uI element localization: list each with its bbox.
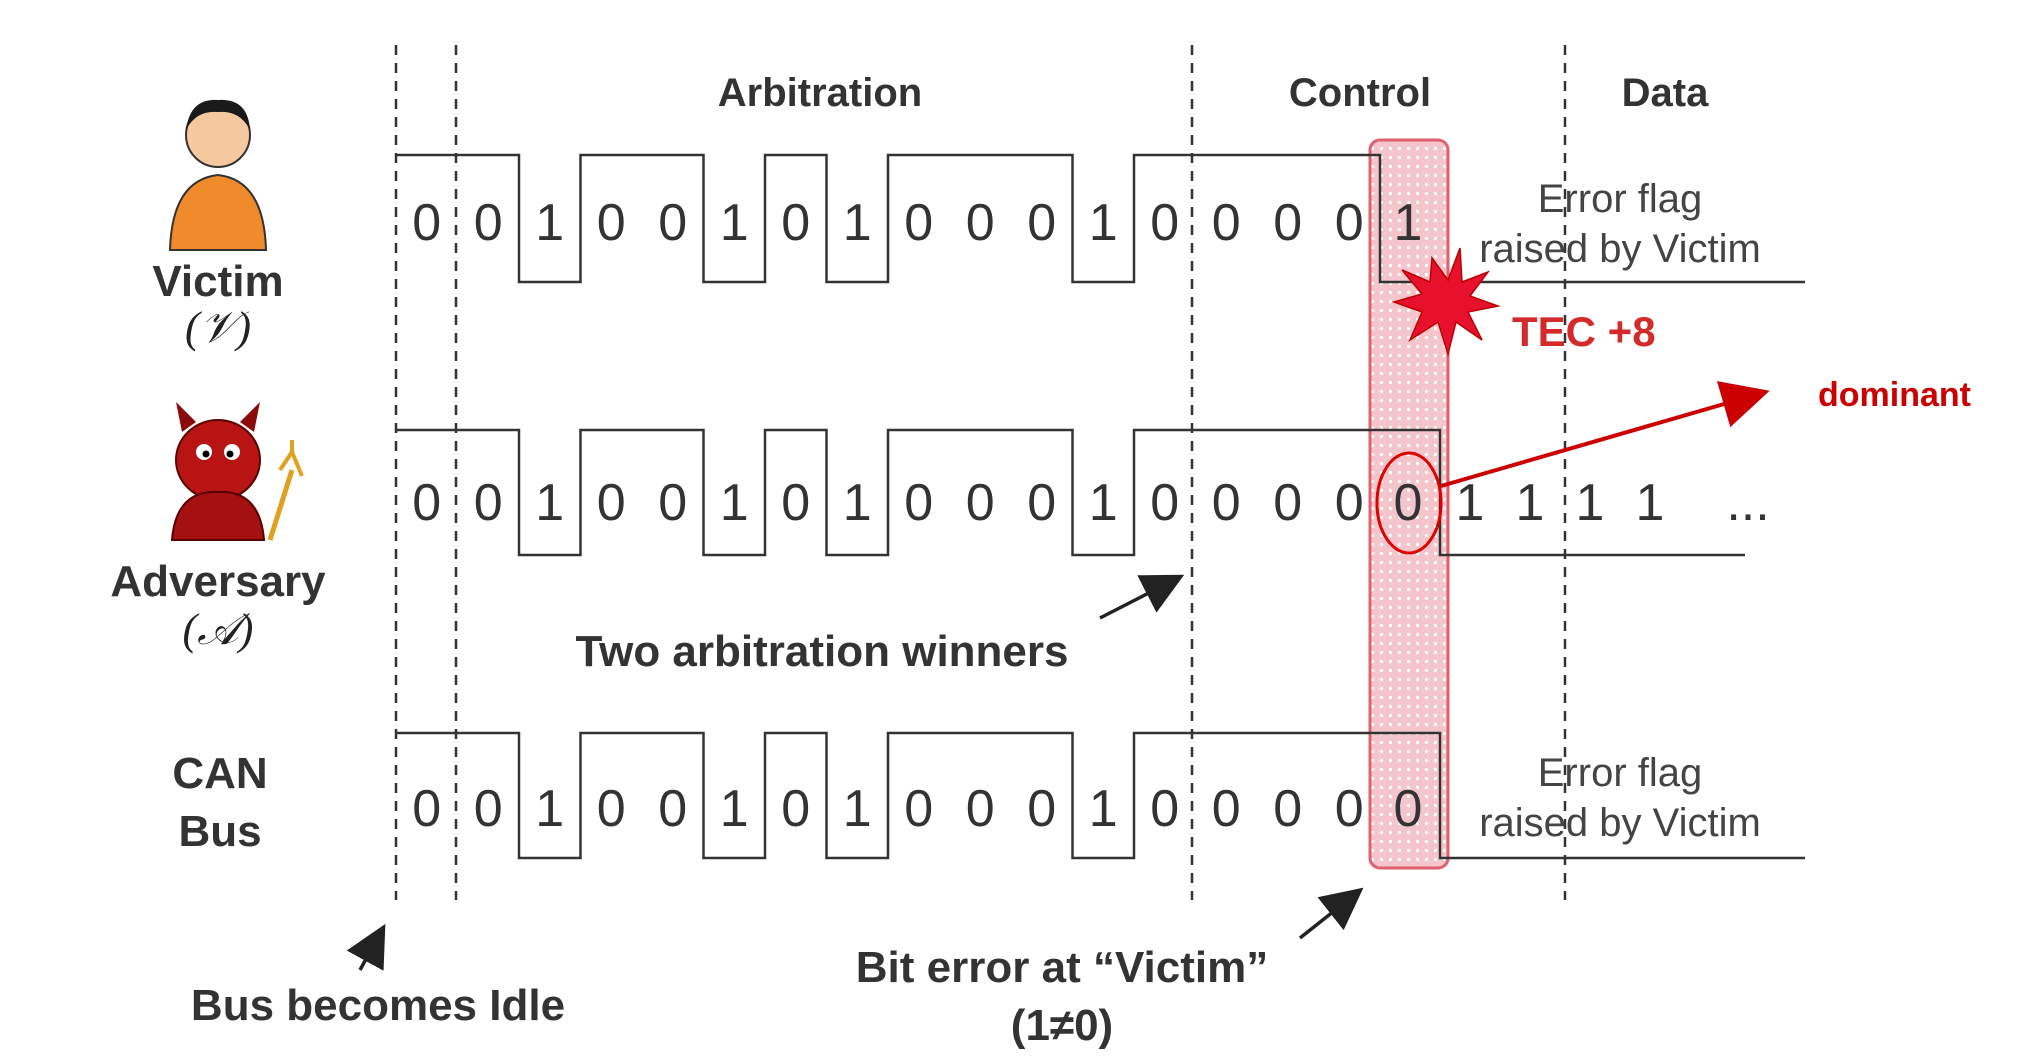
two-winners-label: Two arbitration winners — [575, 627, 1068, 676]
adversary-tail-bits: 1 1 1 1 ... — [1456, 474, 1770, 532]
bit-label: 0 — [412, 780, 441, 838]
victim-error-flag-note: Error flag raised by Victim — [1479, 177, 1761, 271]
bit-label: 0 — [658, 194, 687, 252]
bit-label: 0 — [1150, 474, 1179, 532]
bit-label: 0 — [1150, 780, 1179, 838]
svg-text:Error flag: Error flag — [1538, 177, 1703, 221]
bus-error-bit: 0 — [1394, 780, 1423, 838]
bit-label: 1 — [1089, 474, 1118, 532]
bit-label: 0 — [966, 780, 995, 838]
adversary-tail-bit: 1 — [1516, 474, 1545, 532]
bit-label: 0 — [1335, 780, 1364, 838]
segment-control: Control — [1289, 71, 1431, 115]
bit-label: 0 — [1273, 194, 1302, 252]
bit-label: 0 — [781, 194, 810, 252]
svg-text:raised by Victim: raised by Victim — [1479, 801, 1761, 845]
victim-symbol: (𝒱) — [185, 303, 251, 352]
segment-data: Data — [1622, 71, 1709, 115]
bit-label: 0 — [597, 780, 626, 838]
bit-label: 0 — [966, 194, 995, 252]
bit-label: 1 — [843, 194, 872, 252]
bit-label: 0 — [781, 780, 810, 838]
bit-label: 1 — [535, 780, 564, 838]
bit-label: 0 — [597, 194, 626, 252]
adversary-tail-bit: 1 — [1576, 474, 1605, 532]
error-starburst-icon — [1391, 247, 1501, 357]
bit-label: 0 — [412, 474, 441, 532]
dominant-arrow — [1440, 381, 1770, 488]
bit-label: 0 — [1335, 474, 1364, 532]
bus-label-line1: CAN — [172, 749, 267, 798]
bit-label: 0 — [658, 780, 687, 838]
adversary-devil-icon — [170, 402, 304, 541]
bit-label: 0 — [781, 474, 810, 532]
bit-error-label-line1: Bit error at “Victim” — [856, 943, 1268, 992]
bit-label: 0 — [1335, 194, 1364, 252]
segment-arbitration: Arbitration — [718, 71, 922, 115]
bit-label: 0 — [1273, 780, 1302, 838]
bit-label: 0 — [1027, 780, 1056, 838]
bit-label: 0 — [1212, 780, 1241, 838]
bit-label: 0 — [904, 474, 933, 532]
victim-waveform — [396, 153, 1805, 284]
bit-label: 0 — [904, 780, 933, 838]
svg-text:Error flag: Error flag — [1538, 751, 1703, 795]
bit-label: 0 — [1212, 194, 1241, 252]
bit-label: 0 — [1027, 194, 1056, 252]
adversary-tail-bit: 1 — [1456, 474, 1485, 532]
bit-label: 0 — [412, 194, 441, 252]
bit-label: 1 — [535, 474, 564, 532]
adversary-error-bit: 0 — [1394, 474, 1423, 532]
bit-error-arrow — [1298, 887, 1364, 940]
adversary-symbol: (𝒜) — [183, 605, 254, 654]
svg-text:raised by Victim: raised by Victim — [1479, 227, 1761, 271]
bus-label-line2: Bus — [178, 807, 261, 856]
dominant-label: dominant — [1818, 376, 1971, 414]
two-winners-arrow — [1099, 574, 1185, 620]
bit-label: 0 — [1027, 474, 1056, 532]
bus-idle-label: Bus becomes Idle — [191, 981, 565, 1030]
bus-waveform — [396, 731, 1805, 860]
bit-label: 0 — [658, 474, 687, 532]
victim-icon — [168, 99, 268, 251]
bus-error-flag-note: Error flag raised by Victim — [1479, 751, 1761, 845]
bit-label: 0 — [597, 474, 626, 532]
bit-label: 1 — [720, 194, 749, 252]
bit-label: 1 — [1089, 780, 1118, 838]
bit-label: 1 — [720, 780, 749, 838]
bit-label: 0 — [1273, 474, 1302, 532]
bit-label: 1 — [843, 780, 872, 838]
bit-label: 0 — [474, 780, 503, 838]
adversary-tail-ellipsis: ... — [1726, 474, 1769, 532]
bit-label: 1 — [843, 474, 872, 532]
bit-label: 1 — [1089, 194, 1118, 252]
bit-label: 0 — [474, 194, 503, 252]
bit-error-label-line2: (1≠0) — [1011, 1001, 1113, 1050]
victim-error-bit: 1 — [1394, 194, 1423, 252]
adversary-label: Adversary — [110, 557, 326, 606]
bit-label: 1 — [720, 474, 749, 532]
dominant-bit-circle — [1375, 451, 1443, 555]
bit-label: 0 — [474, 474, 503, 532]
bit-label: 0 — [904, 194, 933, 252]
victim-label: Victim — [152, 257, 283, 306]
bit-label: 1 — [535, 194, 564, 252]
bit-label: 0 — [1150, 194, 1179, 252]
bit-label: 0 — [1212, 474, 1241, 532]
adversary-waveform — [396, 428, 1745, 557]
bus-idle-arrow — [346, 923, 386, 971]
bit-label: 0 — [966, 474, 995, 532]
adversary-tail-bit: 1 — [1636, 474, 1665, 532]
tec-label: TEC +8 — [1512, 308, 1656, 355]
